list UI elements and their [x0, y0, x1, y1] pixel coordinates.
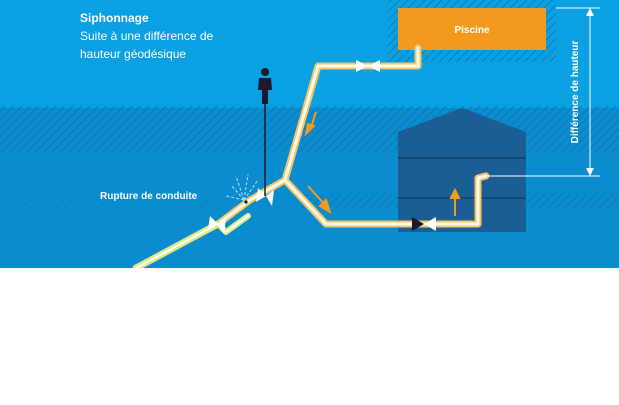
pool [398, 8, 546, 50]
valve-tank [412, 217, 436, 231]
ground-left-hatch [0, 194, 300, 208]
valve-break-lower [208, 216, 226, 234]
height-dim-arrow-down [586, 168, 594, 176]
valve-break-upper [256, 188, 274, 206]
break-label: Rupture de conduite [100, 191, 198, 202]
break-point [244, 200, 248, 204]
diagram-subtitle-1: Suite à une différence de [80, 29, 214, 43]
height-label: Différence de hauteur [570, 40, 581, 143]
valve-pool [356, 60, 380, 72]
pool-label: Piscine [454, 25, 489, 36]
tank-body [398, 132, 526, 232]
diagram-subtitle-2: hauteur géodésique [80, 47, 186, 61]
height-dim-arrow-up [586, 8, 594, 16]
diagram-title: Siphonnage [80, 11, 149, 25]
blank-area [0, 268, 619, 405]
leak-spray [225, 173, 259, 201]
flow-arrows [304, 111, 461, 216]
siphon-diagram: Siphonnage Suite à une différence de hau… [0, 0, 619, 268]
